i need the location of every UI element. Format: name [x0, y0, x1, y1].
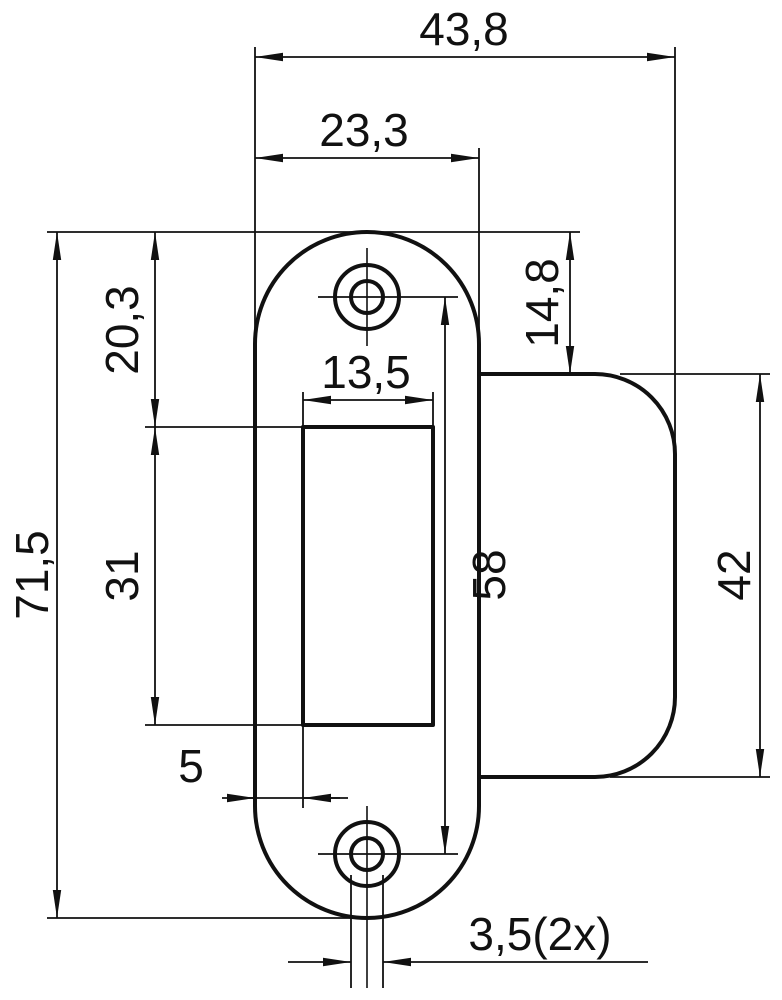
dimension-label: 13,5	[321, 346, 411, 398]
tab-outline	[477, 372, 677, 779]
dimension-label: 71,5	[6, 530, 58, 620]
plate-outline	[253, 230, 481, 920]
dimension-label: 23,3	[319, 104, 409, 156]
latch-cutout	[301, 425, 435, 727]
dimension-label: 42	[708, 549, 760, 600]
dimension-label: 14,8	[516, 258, 568, 348]
shared-extension-lines	[47, 231, 580, 919]
dimension-label: 5	[178, 740, 204, 792]
dim-hole-spacing: 58	[318, 296, 515, 855]
dim-plate-width: 23,3	[255, 104, 480, 338]
dim-hole-diameter: 3,5(2x)	[288, 875, 648, 988]
dimension-label: 3,5(2x)	[468, 908, 611, 960]
dimension-label: 20,3	[96, 285, 148, 375]
dim-cutout-height: 31	[96, 427, 303, 726]
dimension-label: 43,8	[419, 3, 509, 55]
dim-cutout-width: 13,5	[302, 346, 434, 427]
dim-cutout-side-offset: 5	[178, 725, 348, 808]
dim-overall-height: 71,5	[6, 232, 62, 918]
dim-tab-height: 42	[610, 373, 770, 778]
dim-overall-width: 43,8	[254, 3, 676, 448]
dim-cutout-top-offset: 20,3	[96, 232, 303, 428]
dim-tab-top-offset: 14,8	[516, 232, 575, 374]
dimension-label: 58	[463, 549, 515, 600]
dimension-label: 31	[96, 550, 148, 601]
